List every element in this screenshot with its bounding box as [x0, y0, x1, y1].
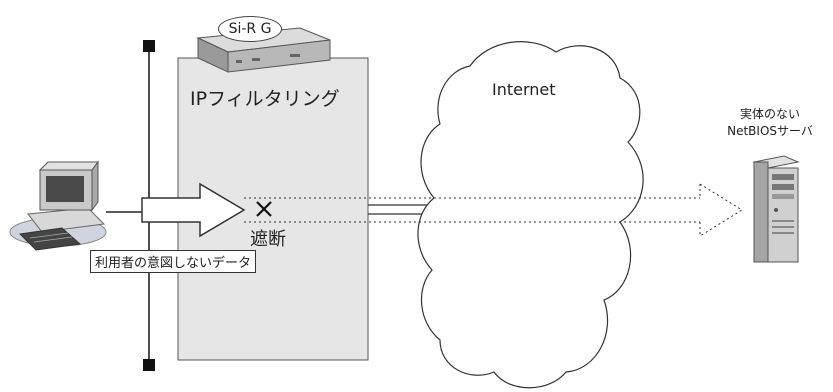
server-label-line2: NetBIOSサーバ: [727, 124, 813, 138]
ip-filtering-label: IPフィルタリング: [190, 88, 340, 110]
unintended-data-label: 利用者の意図しないデータ: [90, 250, 257, 273]
blocked-label: 遮断: [250, 229, 286, 250]
netbios-server-icon: [752, 155, 800, 263]
client-pc-icon: [9, 160, 107, 251]
internet-cloud: [417, 41, 644, 389]
router-model-badge: Si-R G: [218, 16, 282, 42]
server-label-line1: 実体のない: [739, 107, 800, 121]
server-label: 実体のない NetBIOSサーバ: [710, 106, 830, 140]
outgoing-data-arrow: [141, 182, 246, 238]
dotted-data-path: [244, 183, 743, 237]
block-x-icon: [256, 201, 272, 217]
internet-label: Internet: [492, 80, 556, 99]
